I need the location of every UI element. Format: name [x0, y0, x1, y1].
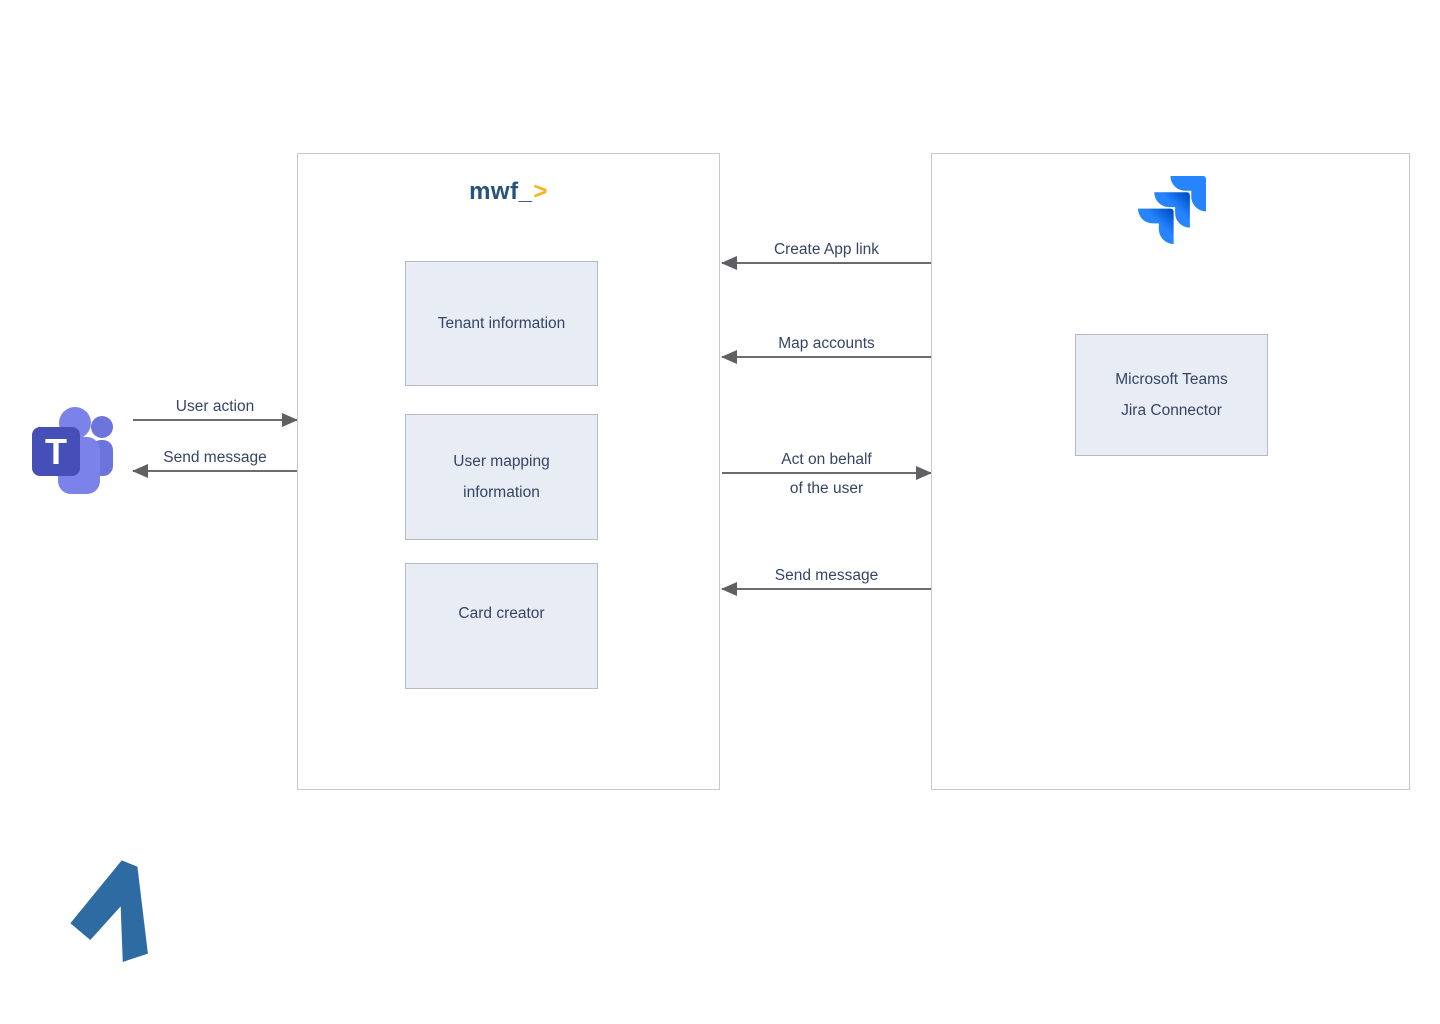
arrow-map-accounts-label: Map accounts	[778, 335, 875, 352]
tenant-information-box: Tenant information	[405, 261, 598, 386]
teams-jira-connector-box: Microsoft Teams Jira Connector	[1075, 334, 1268, 456]
blue-a-mark-logo	[70, 860, 148, 962]
card-creator-label: Card creator	[458, 604, 545, 622]
arrow-left-icon	[132, 464, 148, 478]
microsoft-teams-icon: T	[32, 407, 113, 494]
connector-label-line1: Microsoft Teams	[1115, 371, 1228, 388]
arrow-send-message-right: Send message	[721, 567, 931, 596]
arrow-left-icon	[721, 582, 737, 596]
user-mapping-label-line1: User mapping	[453, 453, 550, 470]
arrow-send-message-right-label: Send message	[774, 567, 879, 584]
arrow-right-icon	[282, 413, 298, 427]
mwf-panel: mwf_> Tenant information User mapping in…	[297, 153, 720, 790]
arrow-act-on-behalf: Act on behalf of the user	[722, 451, 932, 497]
arrow-right-icon	[916, 466, 932, 480]
jira-panel: Microsoft Teams Jira Connector	[931, 153, 1410, 790]
arrow-line	[722, 472, 931, 474]
mwf-logo-word: mwf_	[469, 178, 533, 205]
arrow-act-on-behalf-label-line2: of the user	[789, 480, 864, 497]
mwf-logo: mwf_>	[298, 180, 719, 204]
connector-label-line2: Jira Connector	[1121, 402, 1222, 419]
arrow-send-message-left-label: Send message	[163, 449, 267, 466]
card-creator-box: Card creator	[405, 563, 598, 689]
arrow-line	[722, 588, 931, 590]
arrow-left-icon	[721, 350, 737, 364]
arrow-line	[133, 470, 297, 472]
arrow-line	[722, 356, 931, 358]
arrow-create-app-link: Create App link	[721, 241, 931, 270]
user-mapping-information-box: User mapping information	[405, 414, 598, 540]
user-mapping-label-line2: information	[463, 484, 540, 501]
tenant-information-label: Tenant information	[437, 315, 566, 332]
arrow-act-on-behalf-label-line1: Act on behalf	[781, 451, 872, 468]
arrow-user-action-label: User action	[175, 398, 255, 415]
arrow-user-action: User action	[133, 398, 298, 427]
arrow-create-app-link-label: Create App link	[773, 241, 880, 258]
mwf-logo-caret: >	[533, 178, 548, 205]
arrow-line	[722, 262, 931, 264]
jira-icon	[1138, 176, 1206, 244]
arrow-send-message-left: Send message	[132, 449, 297, 478]
teams-letter: T	[45, 431, 67, 472]
arrow-map-accounts: Map accounts	[721, 335, 931, 364]
arrow-line	[133, 419, 297, 421]
arrow-left-icon	[721, 256, 737, 270]
